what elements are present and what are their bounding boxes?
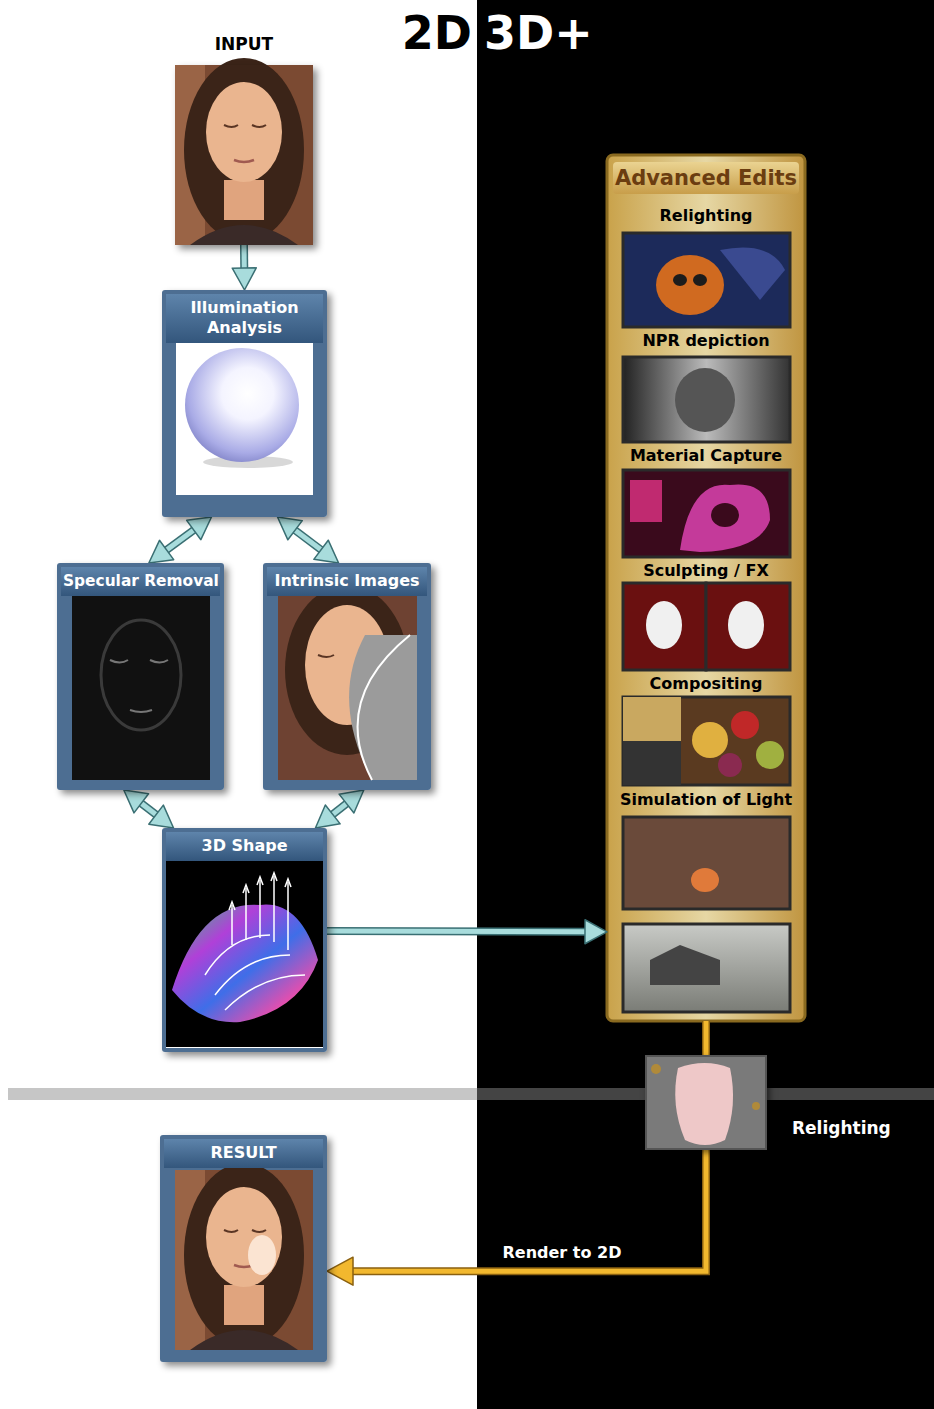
- arrow-shaft: [242, 245, 247, 271]
- arrow-head: [149, 805, 174, 828]
- edit-item: Material Capture: [611, 445, 801, 560]
- flow-arrow: [315, 790, 363, 828]
- edge-label: Render to 2D: [499, 1243, 626, 1263]
- arrow-head: [187, 517, 212, 540]
- node-label: Intrinsic Images: [267, 567, 427, 596]
- node-label: Relighting: [792, 1117, 891, 1139]
- edit-item: NPR depiction: [611, 330, 801, 445]
- node-label: INPUT: [155, 33, 333, 55]
- node-label: Specular Removal: [61, 567, 220, 596]
- section-label: 3D+: [484, 6, 593, 60]
- flow-arrow: [232, 245, 256, 290]
- item-heading: Sculpting / FX: [611, 560, 801, 582]
- arrow-shaft: [164, 528, 196, 552]
- arrow-head: [124, 790, 149, 813]
- edits-panel: Advanced EditsRelightingNPR depictionMat…: [607, 155, 805, 1021]
- arrow-shaft: [327, 929, 588, 935]
- flow-arrow: [327, 920, 607, 944]
- edit-item: Sculpting / FX: [611, 560, 801, 673]
- arrow-head: [314, 540, 339, 563]
- arrow-shaft: [704, 1021, 709, 1055]
- arrow-head: [315, 805, 340, 828]
- edit-item: Simulation of Light: [611, 789, 801, 1019]
- node-label: 3D Shape: [166, 832, 323, 861]
- arrow-outline: [164, 528, 196, 552]
- arrow-outline: [327, 927, 588, 936]
- flow-arrow: [327, 1150, 706, 1285]
- arrow-head: [232, 268, 256, 290]
- flow-arrow: [278, 517, 339, 563]
- process-box: 3D Shape: [162, 828, 327, 1052]
- item-heading: Material Capture: [611, 445, 801, 467]
- flow-arrow: [706, 1021, 707, 1055]
- process-box: Intrinsic Images: [263, 563, 431, 790]
- arrow-outline: [702, 1021, 710, 1055]
- arrow-shaft: [350, 1150, 706, 1271]
- result-box: RESULT: [160, 1135, 327, 1362]
- item-heading: Compositing: [611, 673, 801, 695]
- arrow-outline: [350, 1150, 706, 1271]
- flow-arrow: [124, 790, 174, 828]
- node-label: Illumination Analysis: [166, 294, 323, 343]
- arrow-head: [278, 517, 303, 540]
- arrow-head: [339, 790, 364, 813]
- node-label: RESULT: [164, 1139, 323, 1168]
- item-heading: Relighting: [611, 205, 801, 227]
- process-box: Specular Removal: [57, 563, 224, 790]
- arrow-outline: [240, 245, 248, 271]
- arrow-shaft: [293, 528, 324, 551]
- input-photo: INPUT: [175, 65, 313, 245]
- section-label: 2D: [402, 6, 472, 60]
- flow-arrow: [149, 517, 212, 563]
- edit-item: Relighting: [611, 205, 801, 330]
- arrow-head: [149, 540, 174, 563]
- arrow-head: [327, 1257, 353, 1285]
- arrow-outline: [293, 528, 324, 551]
- arrow-head: [585, 920, 607, 944]
- item-heading: Simulation of Light: [611, 789, 801, 811]
- item-heading: NPR depiction: [611, 330, 801, 352]
- node-label: Advanced Edits: [613, 162, 799, 194]
- process-box: Illumination Analysis: [162, 290, 327, 517]
- edit-item: Compositing: [611, 673, 801, 788]
- relight-box: Relighting: [645, 1055, 767, 1150]
